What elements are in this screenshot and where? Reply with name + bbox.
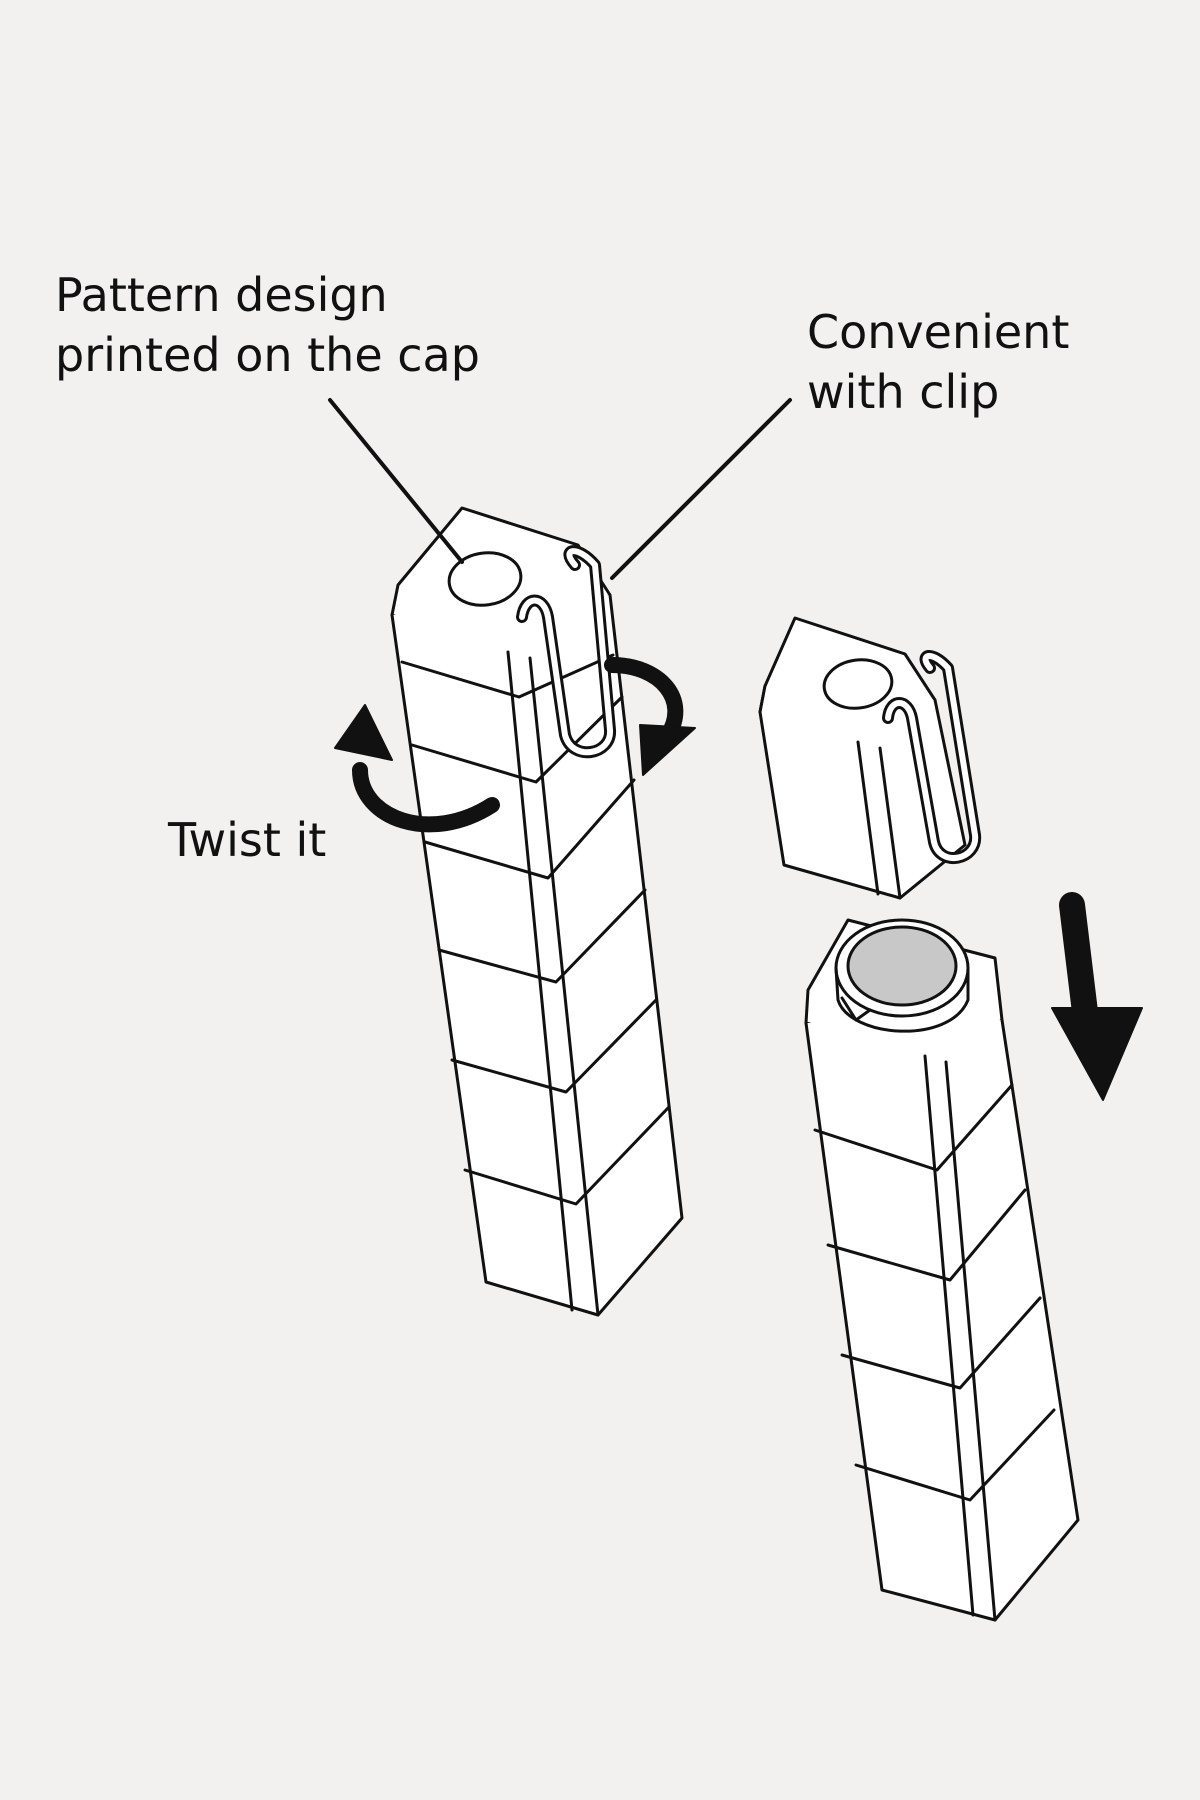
open-case-body [804, 918, 1080, 1622]
clip-label-line-1: Convenient [807, 305, 1070, 359]
clip-label: Convenient with clip [807, 302, 1069, 422]
clip-label-line-2: with clip [807, 365, 1000, 419]
twist-label-text: Twist it [168, 813, 327, 867]
twist-label: Twist it [168, 810, 326, 870]
detached-cap [758, 616, 982, 900]
twist-arrows [334, 657, 696, 833]
assembled-case [390, 506, 684, 1317]
down-arrow [1051, 892, 1143, 1101]
pattern-label-line-2: printed on the cap [55, 328, 480, 382]
pattern-label-line-1: Pattern design [55, 268, 388, 322]
clip-callout-line [610, 398, 792, 580]
pattern-callout-line [328, 398, 464, 564]
pattern-design-label: Pattern design printed on the cap [55, 265, 480, 385]
